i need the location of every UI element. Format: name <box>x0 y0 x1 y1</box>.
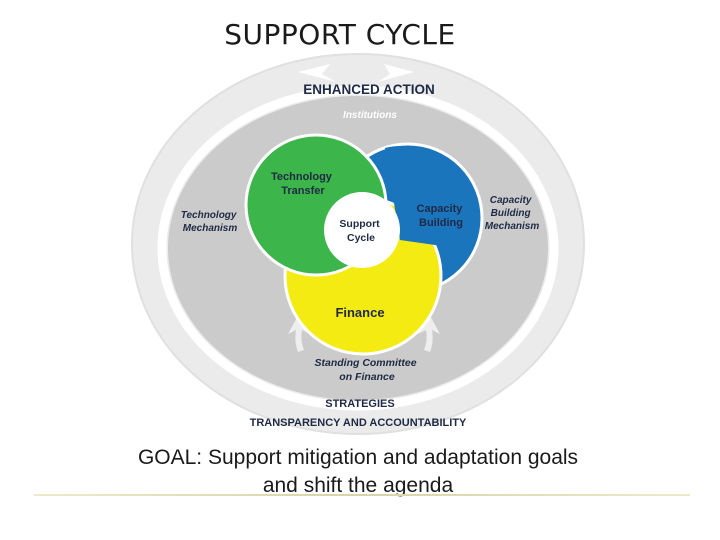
capacity-building-label: Capacity Building <box>417 203 466 229</box>
capacity-overlap <box>385 145 477 250</box>
institutions-label: Institutions <box>343 110 397 121</box>
top-right-arrow <box>378 64 414 82</box>
center-circle <box>324 192 400 268</box>
enhanced-action-label: ENHANCED ACTION <box>303 82 435 97</box>
standing-committee-label: Standing Committee on Finance <box>314 357 419 383</box>
goal-line-1: GOAL: Support mitigation and adaptation … <box>137 446 579 469</box>
transparency-label: TRANSPARENCY AND ACCOUNTABILITY <box>250 417 467 429</box>
top-left-arrow <box>298 64 336 82</box>
footer-divider <box>34 494 690 496</box>
technology-transfer-label: Technology Transfer <box>271 171 335 197</box>
goal-line-2: and shift the agenda <box>262 474 454 497</box>
slide-title: SUPPORT CYCLE <box>224 18 456 51</box>
support-cycle-diagram: ENHANCED ACTION Institutions Technology … <box>131 53 585 435</box>
finance-label: Finance <box>335 305 384 320</box>
ring-gap <box>157 85 559 411</box>
capacity-building-mechanism-label: Capacity Building Mechanism <box>485 195 540 232</box>
strategies-label: STRATEGIES <box>325 398 394 410</box>
support-cycle-center-label: Support Cycle <box>339 218 382 244</box>
technology-mechanism-label: Technology Mechanism <box>181 210 240 234</box>
goal-statement: GOAL: Support mitigation and adaptation … <box>40 444 676 500</box>
